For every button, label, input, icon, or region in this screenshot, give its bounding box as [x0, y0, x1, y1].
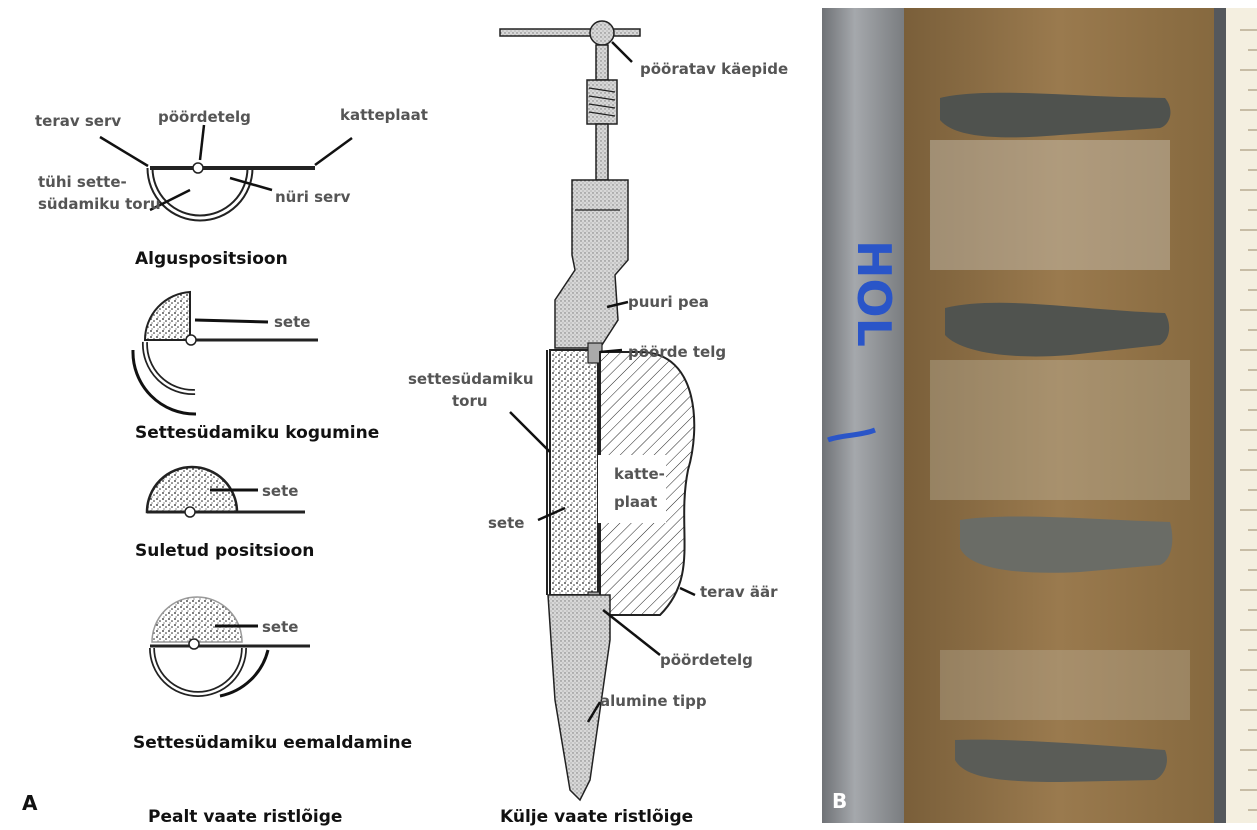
- label-axis-bottom: pöördetelg: [660, 651, 753, 669]
- core-tube-shape: [550, 350, 598, 595]
- top-view-collecting: sete Settesüdamiku kogumine: [133, 292, 379, 443]
- panel-a-letter: A: [22, 791, 38, 815]
- label-lower-tip: alumine tipp: [600, 692, 707, 710]
- label-cover-plate: katteplaat: [340, 106, 428, 124]
- label-core-tube-1: settesüdamiku: [408, 370, 534, 388]
- title-start-position: Alguspositsioon: [135, 249, 288, 269]
- label-blunt-edge: nüri serv: [275, 188, 351, 206]
- label-sharp-edge: terav serv: [35, 112, 121, 130]
- removing-sediment-shape: [152, 597, 242, 642]
- label-cover-1: katte-: [614, 465, 665, 483]
- pivot-circle: [193, 163, 203, 173]
- threaded-coupler: [587, 80, 617, 124]
- label-handle: pööratav käepide: [640, 60, 788, 78]
- label-sediment-side: sete: [488, 514, 524, 532]
- label-sediment-removing: sete: [262, 618, 298, 636]
- side-view-drill: pööratav käepide puuri pea pöörde telg s…: [408, 21, 788, 800]
- drill-head-shape: [555, 180, 628, 348]
- title-closed: Suletud positsioon: [135, 541, 314, 561]
- label-sharp-edge-side: terav äär: [700, 583, 778, 601]
- caption-side-view: Külje vaate ristlõige: [500, 807, 693, 827]
- caption-top-view: Pealt vaate ristlõige: [148, 807, 342, 827]
- label-pivot-axis: pöördetelg: [158, 108, 251, 126]
- core-sample-3: [960, 517, 1172, 573]
- label-sediment-collecting: sete: [274, 313, 310, 331]
- panel-b-letter: B: [832, 789, 847, 813]
- top-view-start: pöördetelg terav serv katteplaat tühi se…: [35, 106, 428, 269]
- tube-left-wall: [822, 8, 904, 823]
- label-empty-tube-2: südamiku toru: [38, 195, 161, 213]
- label-pivot-axis-top: pöörde telg: [628, 343, 726, 361]
- label-sediment-closed: sete: [262, 482, 298, 500]
- label-empty-tube-1: tühi sette-: [38, 173, 127, 191]
- empty-tube-shape: [150, 168, 250, 218]
- title-collecting: Settesüdamiku kogumine: [135, 423, 379, 443]
- handle-bar: [500, 29, 640, 36]
- label-drill-head: puuri pea: [628, 293, 709, 311]
- top-view-closed: sete Suletud positsioon: [135, 467, 314, 561]
- panel-b-photo: HOL B: [822, 8, 1257, 823]
- top-view-removing: sete Settesüdamiku eemaldamine: [133, 597, 412, 753]
- label-cover-2: plaat: [614, 493, 657, 511]
- collected-sediment-shape: [145, 292, 190, 340]
- title-removing: Settesüdamiku eemaldamine: [133, 733, 412, 753]
- tube-marker-text: HOL: [847, 240, 901, 347]
- label-core-tube-2: toru: [452, 392, 488, 410]
